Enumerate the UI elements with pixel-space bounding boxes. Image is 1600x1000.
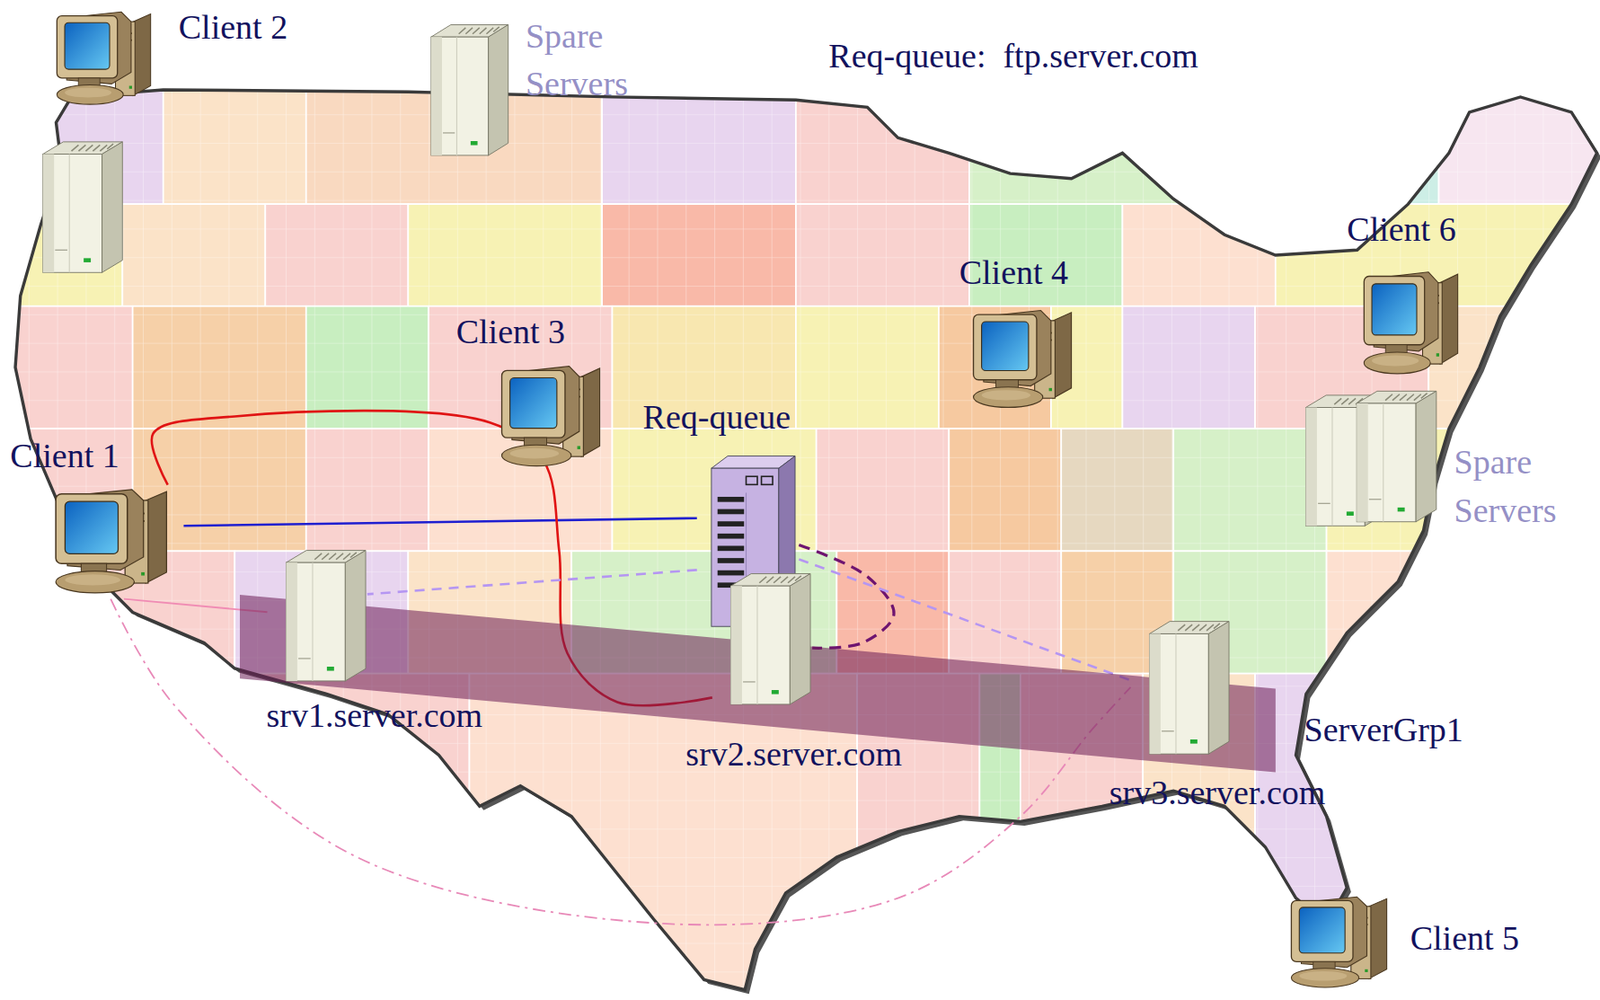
label-anchor: Req-queue: ftp.server.com: [828, 36, 1199, 77]
icon-graphic: [285, 549, 366, 681]
server-icon: [43, 141, 124, 273]
node-label: Req-queue: [643, 397, 792, 438]
client-computer: Client 6: [1360, 267, 1473, 381]
icon-graphic: [973, 309, 1072, 407]
computer-icon: [1360, 267, 1473, 381]
server: srv2.server.com: [712, 569, 813, 708]
queue-address: Req-queue: ftp.server.com: [828, 36, 1199, 77]
computer-icon: [1131, 617, 1231, 758]
computer-icon: [969, 306, 1088, 414]
spare-servers: Spare Servers: [1287, 380, 1441, 534]
map-outline: [15, 89, 1598, 991]
icon-graphic: [56, 11, 151, 105]
icon-graphic: [431, 24, 509, 155]
icon-graphic: [730, 573, 811, 704]
computer-icon: [497, 362, 616, 473]
node-label: srv2.server.com: [685, 734, 902, 775]
computer-icon: [51, 485, 185, 600]
node-label: srv3.server.com: [1109, 773, 1326, 814]
node-label: Spare Servers: [525, 12, 628, 108]
icon-graphic: [1306, 390, 1437, 526]
server-group-band: ServerGrp1srv1.server.comsrv2.server.com…: [239, 594, 1276, 773]
node-label: srv1.server.com: [266, 696, 484, 736]
dispatch-line: [798, 545, 894, 649]
node-label: Client 6: [1346, 210, 1456, 250]
node-label: Client 5: [1410, 919, 1520, 959]
computer-icon: [267, 546, 368, 684]
node-label: Client 1: [9, 436, 119, 477]
client-computer: Client 2: [53, 8, 166, 111]
node-label: Client 3: [456, 312, 566, 353]
spare-server: Spare Servers: [413, 20, 511, 159]
computer-icon: [1287, 380, 1441, 534]
icon-graphic: [1363, 271, 1458, 373]
node-label: ServerGrp1: [1304, 710, 1464, 751]
node-label: Client 2: [178, 8, 288, 48]
node-label: Spare Servers: [1454, 438, 1557, 534]
computer-icon: [712, 569, 813, 708]
computer-icon: [53, 8, 166, 111]
dispatch-line: [367, 569, 698, 594]
server: srv3.server.com: [1131, 617, 1231, 758]
server: srv1.server.com: [267, 546, 368, 684]
node-label: Client 4: [959, 253, 1069, 293]
request-line: [183, 518, 697, 527]
computer-icon: [1287, 892, 1402, 993]
client-computer: Client 3: [497, 362, 616, 473]
icon-graphic: [1291, 896, 1388, 988]
client-computer: Client 4: [969, 306, 1088, 414]
computer-icon: [413, 20, 511, 159]
icon-graphic: [1149, 621, 1229, 755]
client-computer: Client 5: [1287, 892, 1402, 993]
client-computer: Client 1: [51, 485, 185, 600]
icon-graphic: [55, 488, 167, 593]
icon-graphic: [502, 366, 601, 467]
